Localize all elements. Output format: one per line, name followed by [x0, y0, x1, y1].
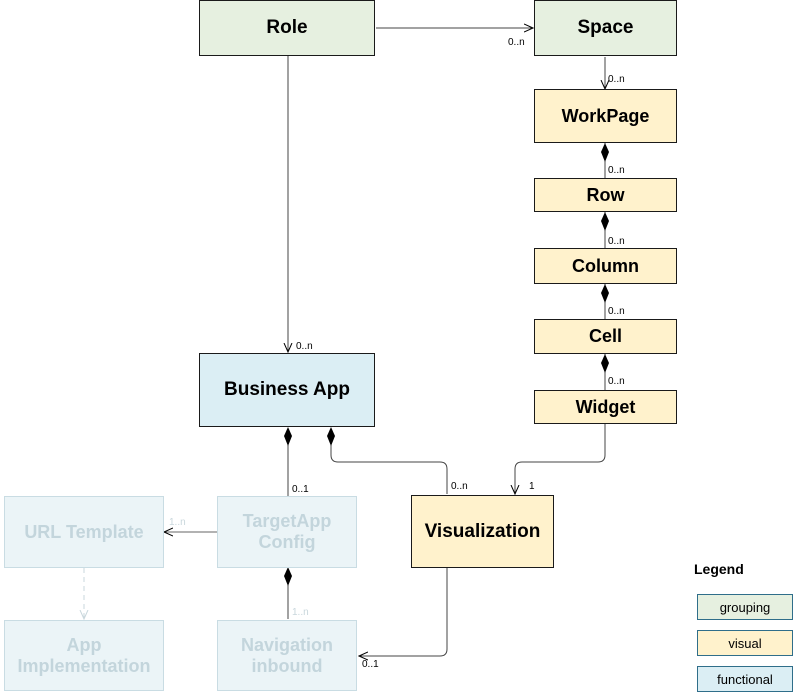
composition-diamond-icon	[601, 212, 609, 231]
composition-diamond-icon	[601, 284, 609, 303]
node-widget[interactable]: Widget	[534, 390, 677, 424]
node-column[interactable]: Column	[534, 248, 677, 284]
composition-diamond-icon	[601, 354, 609, 373]
multiplicity-label: 0..n	[451, 481, 468, 492]
node-visualization[interactable]: Visualization	[411, 495, 554, 568]
multiplicity-label: 0..n	[608, 165, 625, 176]
node-workpage[interactable]: WorkPage	[534, 89, 677, 143]
node-space[interactable]: Space	[534, 0, 677, 56]
multiplicity-label: 0..n	[508, 37, 525, 48]
composition-diamond-icon	[327, 427, 335, 446]
edge-widget-visualization	[515, 424, 606, 494]
node-navigation-inbound[interactable]: Navigation inbound	[217, 620, 357, 691]
composition-diamond-icon	[284, 567, 292, 586]
composition-diamond-icon	[284, 427, 292, 446]
legend-item-functional: functional	[697, 666, 793, 692]
legend-item-visual: visual	[697, 630, 793, 656]
node-role[interactable]: Role	[199, 0, 375, 56]
legend-title: Legend	[694, 561, 744, 577]
edge-visualization-navigation	[359, 568, 448, 656]
multiplicity-label: 0..n	[608, 306, 625, 317]
edge-business-app-visualization	[330, 428, 448, 494]
multiplicity-label: 0..n	[608, 74, 625, 85]
node-row[interactable]: Row	[534, 178, 677, 212]
multiplicity-label: 0..1	[362, 659, 379, 670]
multiplicity-label: 0..n	[296, 341, 313, 352]
multiplicity-label: 1..n	[169, 517, 186, 528]
multiplicity-label: 0..n	[608, 236, 625, 247]
legend-item-grouping: grouping	[697, 594, 793, 620]
node-app-implementation[interactable]: App Implementation	[4, 620, 164, 691]
node-url-template[interactable]: URL Template	[4, 496, 164, 568]
multiplicity-label: 1	[529, 481, 535, 492]
node-cell[interactable]: Cell	[534, 319, 677, 354]
multiplicity-label: 0..1	[292, 484, 309, 495]
multiplicity-label: 0..n	[608, 376, 625, 387]
node-targetapp-config[interactable]: TargetApp Config	[217, 496, 357, 568]
node-business-app[interactable]: Business App	[199, 353, 375, 427]
composition-diamond-icon	[601, 143, 609, 162]
multiplicity-label: 1..n	[292, 607, 309, 618]
